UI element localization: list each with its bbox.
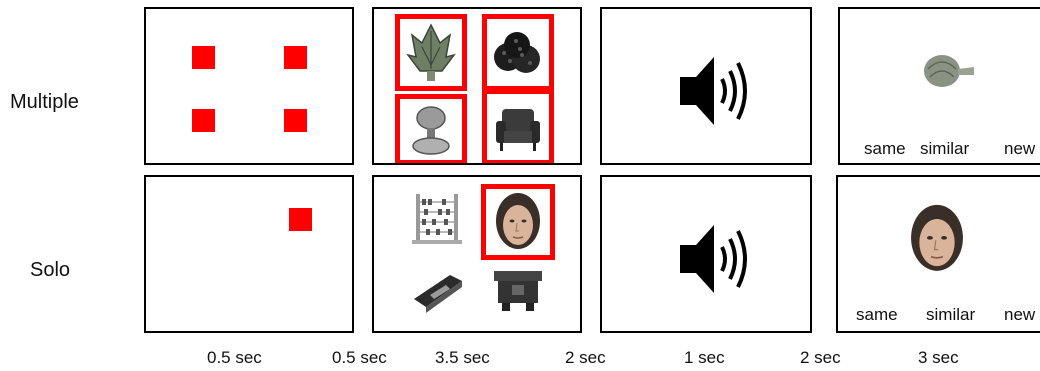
abacus-image <box>412 194 462 244</box>
timing-gap-1: 0.5 sec <box>332 348 387 367</box>
response-new: new <box>1004 305 1036 324</box>
timing-gap-2: 2 sec <box>565 348 606 367</box>
artichoke-image <box>406 23 456 81</box>
solo-test-panel: same similar new <box>836 175 1040 333</box>
multiple-study-panel <box>372 7 582 165</box>
cue-square-single <box>289 208 312 231</box>
multiple-audio-panel <box>600 7 812 165</box>
frame-artichoke <box>395 14 467 91</box>
frame-blackberries <box>482 14 554 91</box>
timing-study: 3.5 sec <box>435 348 490 367</box>
stapler-image <box>414 275 462 313</box>
row-label-multiple: Multiple <box>10 91 79 113</box>
frame-armchair <box>482 89 554 163</box>
response-same: same <box>864 139 906 158</box>
cue-square-top-left <box>192 46 215 69</box>
response-similar: similar <box>926 305 976 324</box>
cue-square-bottom-right <box>284 109 307 132</box>
face-image <box>496 193 540 249</box>
solo-study-panel <box>372 175 582 333</box>
speaker-icon <box>680 225 747 293</box>
cue-square-top-right <box>284 46 307 69</box>
doorknob-image <box>412 106 450 155</box>
response-same: same <box>856 305 898 324</box>
multiple-cue-panel <box>144 7 354 165</box>
timing-cue: 0.5 sec <box>207 348 262 367</box>
timing-audio: 1 sec <box>684 348 725 367</box>
solo-cue-panel <box>144 175 354 333</box>
response-similar: similar <box>920 139 970 158</box>
binding-machine-image <box>494 271 542 311</box>
face-test-image <box>911 204 963 271</box>
solo-audio-panel <box>600 175 812 333</box>
blackberries-image <box>494 32 540 73</box>
artichoke-test-image <box>924 55 974 87</box>
cue-square-bottom-left <box>192 109 215 132</box>
row-label-solo: Solo <box>30 259 71 281</box>
speaker-icon <box>680 57 747 125</box>
armchair-image <box>496 109 540 151</box>
frame-doorknob <box>395 94 467 163</box>
response-new: new <box>1004 139 1036 158</box>
timing-gap-3: 2 sec <box>800 348 841 367</box>
frame-face <box>481 184 555 260</box>
multiple-test-panel: same similar new <box>838 7 1040 165</box>
timing-test: 3 sec <box>918 348 959 367</box>
